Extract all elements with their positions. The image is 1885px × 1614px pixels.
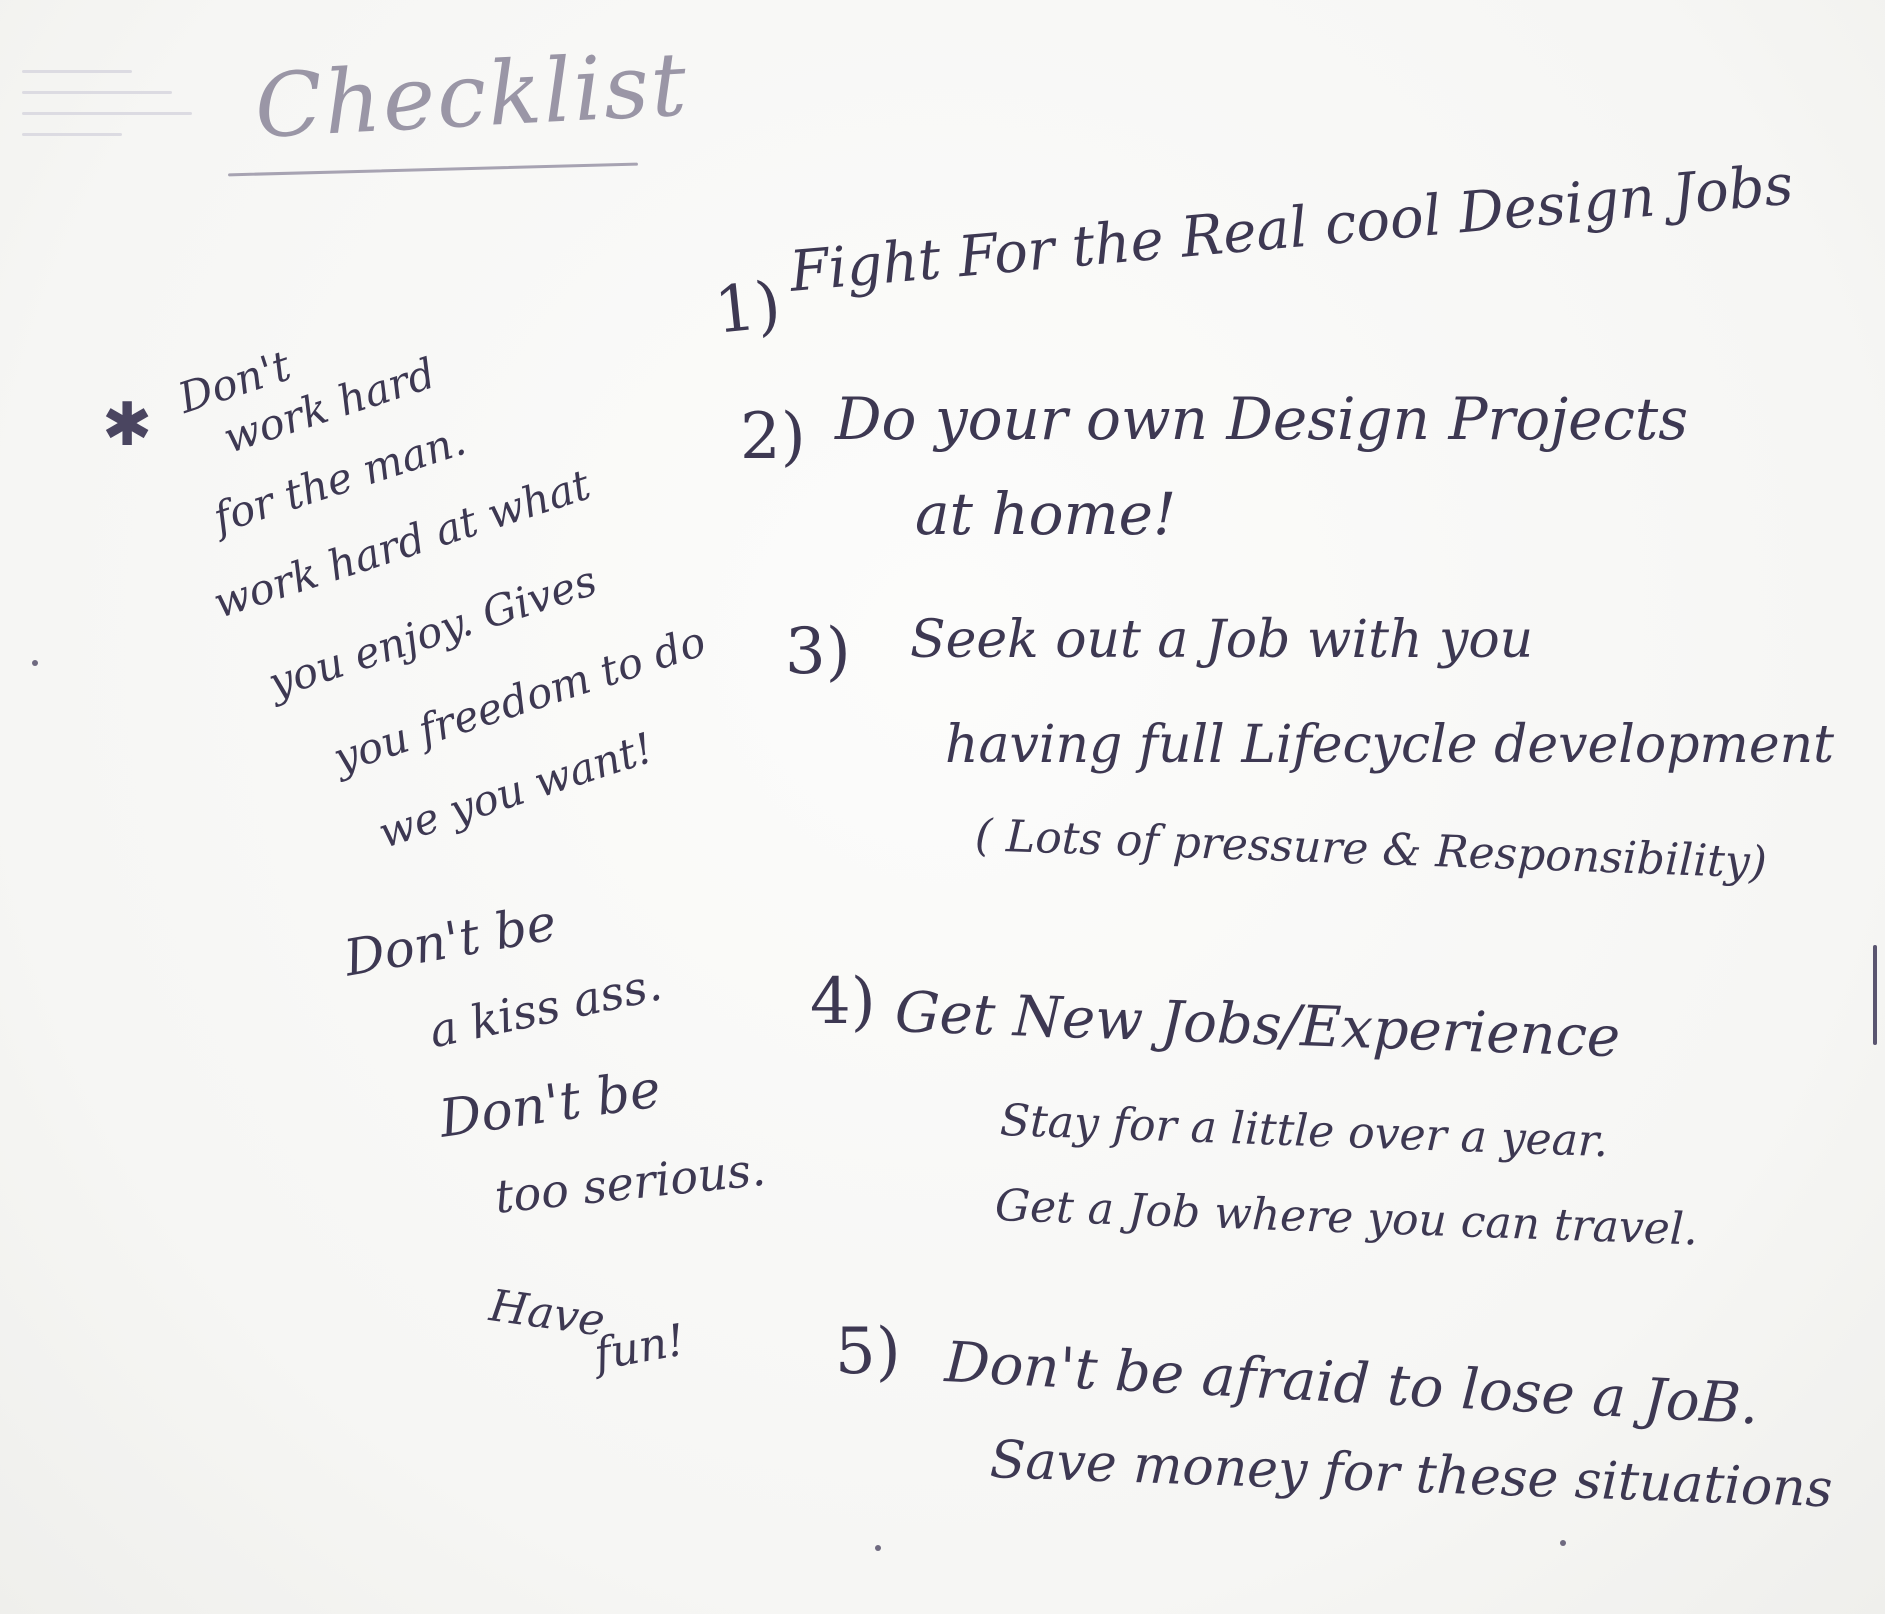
item-text: having full Lifecycle development xyxy=(945,715,1834,775)
side-note-line: Don't be xyxy=(435,1059,665,1150)
item-text: Don't be afraid to lose a JoB. xyxy=(943,1330,1761,1438)
item-text: Seek out a Job with you xyxy=(910,610,1534,670)
item-text: Do your own Design Projects xyxy=(835,385,1689,453)
item-text: Get a Job where you can travel. xyxy=(994,1180,1699,1256)
side-note-line: Don't be xyxy=(339,893,561,988)
pen-dot xyxy=(875,1545,881,1551)
item-number: 2) xyxy=(740,400,806,474)
side-note-line: Have xyxy=(486,1280,608,1347)
pen-dot xyxy=(32,660,38,666)
pen-dot xyxy=(1560,1540,1566,1546)
item-text: Save money for these situations xyxy=(988,1430,1834,1520)
item-number: 3) xyxy=(785,615,851,689)
page-title: Checklist xyxy=(252,32,691,158)
item-number: 5) xyxy=(835,1315,901,1389)
item-text: Stay for a little over a year. xyxy=(999,1095,1609,1168)
item-number: 4) xyxy=(810,965,876,1039)
side-note-line: fun! xyxy=(590,1314,689,1381)
side-note-line: too serious. xyxy=(492,1141,768,1224)
title-underline xyxy=(228,162,638,177)
item-text: ( Lots of pressure & Responsibility) xyxy=(974,810,1768,889)
item-text: Get New Jobs/Experience xyxy=(893,980,1622,1071)
side-note-line: a kiss ass. xyxy=(424,956,667,1059)
faded-corner-scribble xyxy=(22,70,202,180)
item-text: Fight For the Real cool Design Jobs xyxy=(787,152,1796,305)
item-text: at home! xyxy=(915,480,1177,548)
item-number: 1) xyxy=(711,268,785,349)
asterisk-icon: ✱ xyxy=(102,390,153,460)
page-edge-mark xyxy=(1873,945,1877,1045)
